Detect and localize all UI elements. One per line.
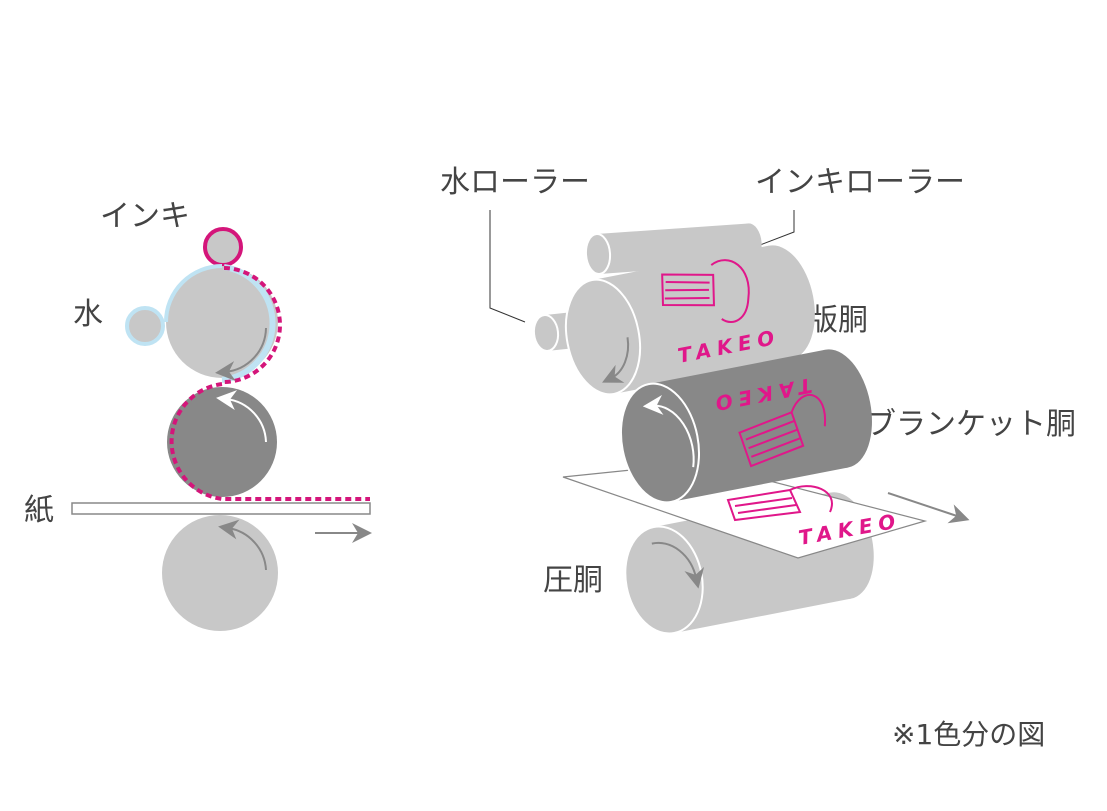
label-water-roller: 水ローラー	[440, 165, 590, 200]
rotation-arrow-icon	[218, 519, 267, 571]
left-schematic: インキ 水 紙	[24, 199, 372, 631]
ink-roller	[203, 227, 243, 267]
label-water: 水	[73, 297, 103, 332]
ink-film-plate	[221, 266, 282, 385]
blanket-image	[738, 393, 826, 468]
leader-line	[489, 210, 526, 323]
label-paper: 紙	[24, 493, 54, 528]
label-impression-cylinder: 圧胴	[543, 563, 603, 598]
label-plate-cylinder: 版胴	[808, 303, 868, 338]
label-blanket-cylinder: ブランケット胴	[866, 407, 1076, 442]
takeo-logo-image	[661, 259, 750, 324]
water-film	[164, 264, 223, 323]
water-roller	[125, 306, 165, 346]
impression-cylinder	[162, 515, 278, 631]
rotation-arrow-icon	[642, 395, 695, 468]
right-3d-diagram: 水ローラー インキローラー 版胴 ブランケット胴 圧胴	[440, 165, 1076, 635]
rotation-arrow-icon	[215, 327, 267, 382]
rotation-arrow-icon	[216, 390, 267, 443]
label-ink-roller: インキローラー	[755, 165, 965, 200]
ink-film-blanket	[169, 382, 370, 501]
rotation-arrow-icon	[651, 541, 705, 589]
plate-cylinder-3d: TAKEO	[564, 245, 815, 396]
leader-line	[759, 210, 795, 246]
paper-sheet	[71, 502, 371, 515]
paper-direction-arrow-icon	[887, 492, 970, 524]
rotation-arrow-icon	[602, 337, 630, 383]
label-ink: インキ	[100, 199, 190, 234]
plate-cylinder	[166, 266, 278, 378]
blanket-cylinder-3d: TAKEO	[619, 349, 872, 504]
blanket-cylinder	[167, 387, 277, 497]
footnote: ※1色分の図	[892, 718, 1045, 751]
